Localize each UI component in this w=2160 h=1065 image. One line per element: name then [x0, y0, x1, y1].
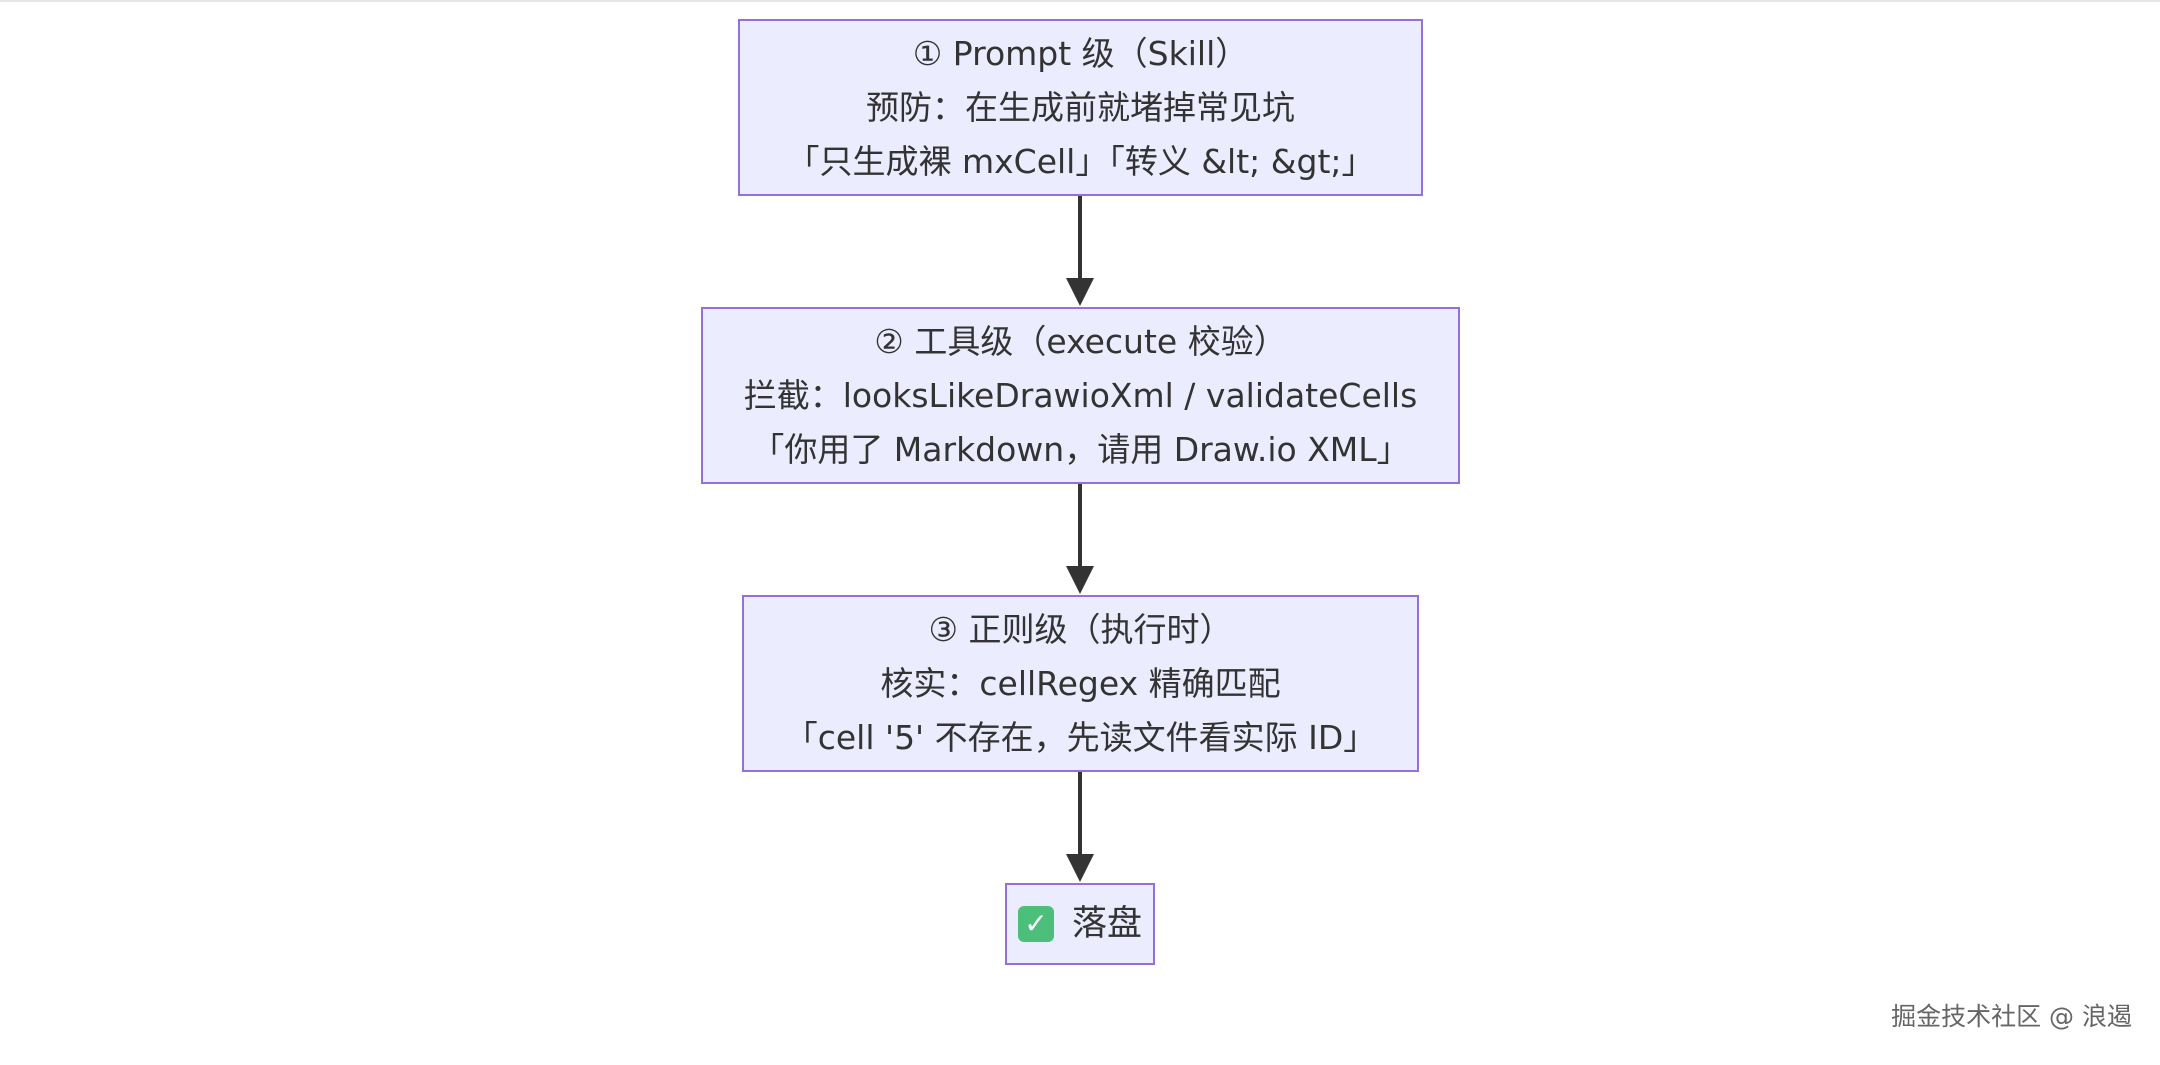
check-mark-icon: ✓	[1017, 906, 1054, 942]
node-prompt-level-desc: 预防：在生成前就堵掉常见坑	[866, 87, 1295, 127]
node-regex-level-example: 「cell '5' 不存在，先读文件看实际 ID」	[784, 717, 1377, 757]
node-tool-level-desc: 拦截：looksLikeDrawioXml / validateCells	[743, 375, 1418, 415]
watermark-text: 掘金技术社区 @ 浪遏	[1891, 1002, 2132, 1031]
node-prompt-level-example: 「只生成裸 mxCell」「转义 &lt; &gt;」	[786, 141, 1375, 181]
node-regex-level: ③ 正则级（执行时） 核实：cellRegex 精确匹配 「cell '5' 不…	[742, 595, 1419, 772]
node-regex-level-title: ③ 正则级（执行时）	[928, 609, 1233, 649]
node-tool-level-example: 「你用了 Markdown，请用 Draw.io XML」	[751, 429, 1410, 469]
node-tool-level-title: ② 工具级（execute 校验）	[874, 321, 1287, 361]
node-regex-level-desc: 核实：cellRegex 精确匹配	[880, 663, 1281, 703]
node-prompt-level-title: ① Prompt 级（Skill）	[912, 33, 1249, 73]
node-persist: ✓ 落盘	[1005, 883, 1155, 965]
node-persist-label: 落盘	[1071, 904, 1142, 944]
node-prompt-level: ① Prompt 级（Skill） 预防：在生成前就堵掉常见坑 「只生成裸 mx…	[738, 19, 1423, 196]
edge-n1-n2	[1066, 196, 1094, 306]
edge-n3-n4	[1066, 772, 1094, 882]
top-divider	[0, 0, 2160, 2]
node-tool-level: ② 工具级（execute 校验） 拦截：looksLikeDrawioXml …	[701, 307, 1460, 484]
edge-n2-n3	[1066, 484, 1094, 594]
